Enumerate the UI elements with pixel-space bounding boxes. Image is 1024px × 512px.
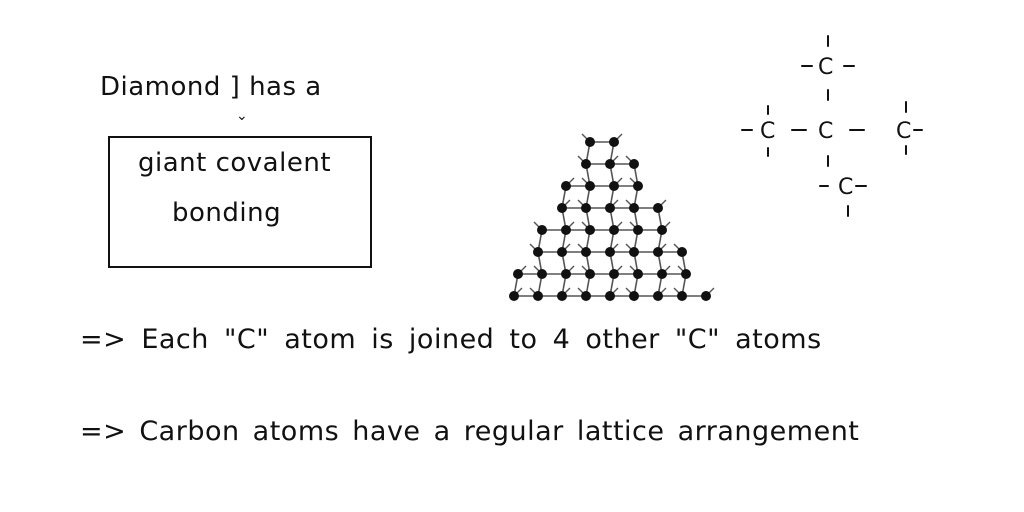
lattice-atom — [557, 203, 567, 213]
lattice-atom — [701, 291, 711, 301]
carbon-atom-left: C — [760, 119, 775, 144]
bond-lines — [741, 35, 923, 217]
lattice-atom — [605, 247, 615, 257]
lattice-atom — [533, 291, 543, 301]
carbon-atom-bottom: C — [838, 175, 853, 200]
lattice-atom — [581, 159, 591, 169]
lattice-atom — [633, 181, 643, 191]
lattice-atom — [653, 247, 663, 257]
lattice-atom — [653, 291, 663, 301]
lattice-atom — [609, 269, 619, 279]
lattice-atom — [585, 181, 595, 191]
lattice-atom — [681, 269, 691, 279]
pointer-arrow-icon: ⌄ — [236, 108, 248, 124]
lattice-atom — [605, 159, 615, 169]
lattice-atom — [557, 247, 567, 257]
lattice-atom — [513, 269, 523, 279]
lattice-atom — [629, 159, 639, 169]
lattice-atom — [557, 291, 567, 301]
lattice-atom — [605, 291, 615, 301]
box-text-line1: giant covalent — [138, 148, 332, 178]
lattice-group — [509, 133, 715, 301]
lattice-atom — [605, 203, 615, 213]
lattice-atom — [585, 269, 595, 279]
lattice-atom — [537, 269, 547, 279]
lattice-atom — [581, 291, 591, 301]
lattice-atom — [581, 203, 591, 213]
statement-lattice: => Carbon atoms have a regular lattice a… — [80, 416, 860, 447]
lattice-atom — [537, 225, 547, 235]
statement-each-atom: => Each "C" atom is joined to 4 other "C… — [80, 324, 822, 355]
lattice-atom — [509, 291, 519, 301]
carbon-bond-structure: C C C C C — [741, 35, 923, 217]
lattice-atom — [633, 269, 643, 279]
box-text-line2: bonding — [172, 198, 282, 228]
lattice-atom — [561, 269, 571, 279]
lattice-atom — [561, 181, 571, 191]
lattice-atom — [581, 247, 591, 257]
diamond-lattice-icon — [509, 133, 715, 301]
lattice-atom — [561, 225, 571, 235]
lattice-atom — [629, 203, 639, 213]
lattice-atom — [533, 247, 543, 257]
lattice-atom — [585, 225, 595, 235]
lattice-atom — [633, 225, 643, 235]
lattice-atom — [585, 137, 595, 147]
lattice-atom — [609, 137, 619, 147]
lattice-atom — [677, 291, 687, 301]
lattice-atom — [609, 181, 619, 191]
lattice-atom — [653, 203, 663, 213]
lattice-atom — [677, 247, 687, 257]
title-line: Diamond ] has a — [100, 72, 322, 102]
lattice-atom — [657, 225, 667, 235]
carbon-atom-top: C — [818, 55, 833, 80]
carbon-atom-right: C — [896, 119, 911, 144]
carbon-atom-center: C — [818, 119, 833, 144]
lattice-atom — [609, 225, 619, 235]
lattice-atom — [657, 269, 667, 279]
lattice-atom — [629, 247, 639, 257]
highlight-box — [108, 136, 372, 268]
lattice-atom — [629, 291, 639, 301]
